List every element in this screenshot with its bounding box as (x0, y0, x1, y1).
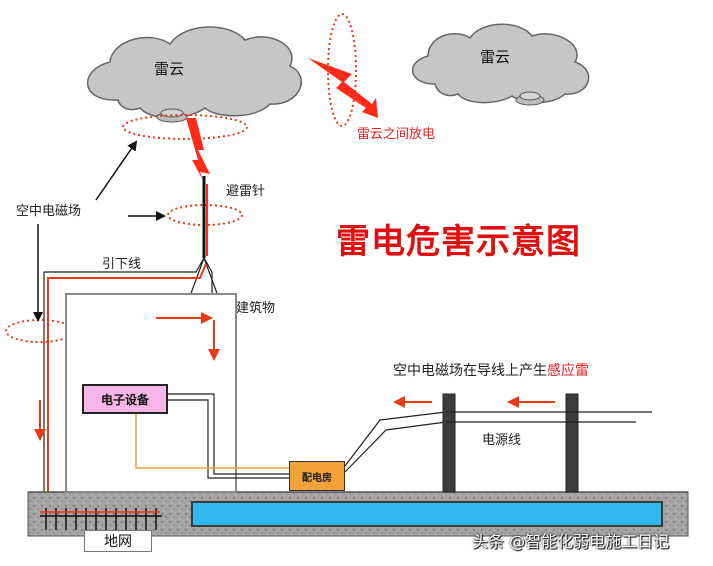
left-cloud-icon (86, 26, 302, 123)
utility-pole-left (442, 393, 456, 493)
ground-grid-label: 地网 (84, 530, 152, 552)
right-cloud-label: 雷云 (480, 48, 511, 66)
right-cloud-icon (411, 23, 590, 106)
cloud-base-field-ring-icon (122, 114, 248, 140)
cloud-discharge-field-ring-icon (327, 13, 357, 127)
distribution-room-box: 配电房 (289, 461, 345, 491)
underground-pipe (191, 501, 663, 527)
power-line-label: 电源线 (482, 433, 522, 448)
left-cloud-label: 雷云 (154, 60, 185, 78)
down-conductor-label: 引下线 (102, 257, 142, 272)
diagram-title: 雷电危害示意图 (336, 222, 581, 262)
internal-wiring (135, 393, 447, 479)
space-field-label: 空中电磁场 (16, 204, 82, 219)
strike-bolt-icon (186, 118, 210, 182)
induced-lightning-caption: 空中电磁场在导线上产生感应雷 (393, 360, 589, 380)
induced-caption-highlight: 感应雷 (547, 363, 589, 379)
down-conductor-current-line (47, 263, 207, 512)
induced-caption-prefix: 空中电磁场在导线上产生 (393, 363, 547, 379)
building-label: 建筑物 (236, 301, 276, 316)
cloud-discharge-bolt-icon (308, 58, 378, 118)
rod-field-ring-icon (167, 204, 243, 226)
utility-pole-right (565, 393, 579, 493)
pointer-arrow-to-cloud-ring (95, 140, 138, 201)
electronic-equipment-box: 电子设备 (82, 384, 168, 414)
wall-field-ring-icon (5, 319, 75, 343)
cloud-discharge-label: 雷云之间放电 (357, 127, 436, 142)
lightning-rod-label: 避雷针 (226, 184, 266, 199)
watermark: 头条 @智能化弱电施工日记 (472, 532, 670, 551)
